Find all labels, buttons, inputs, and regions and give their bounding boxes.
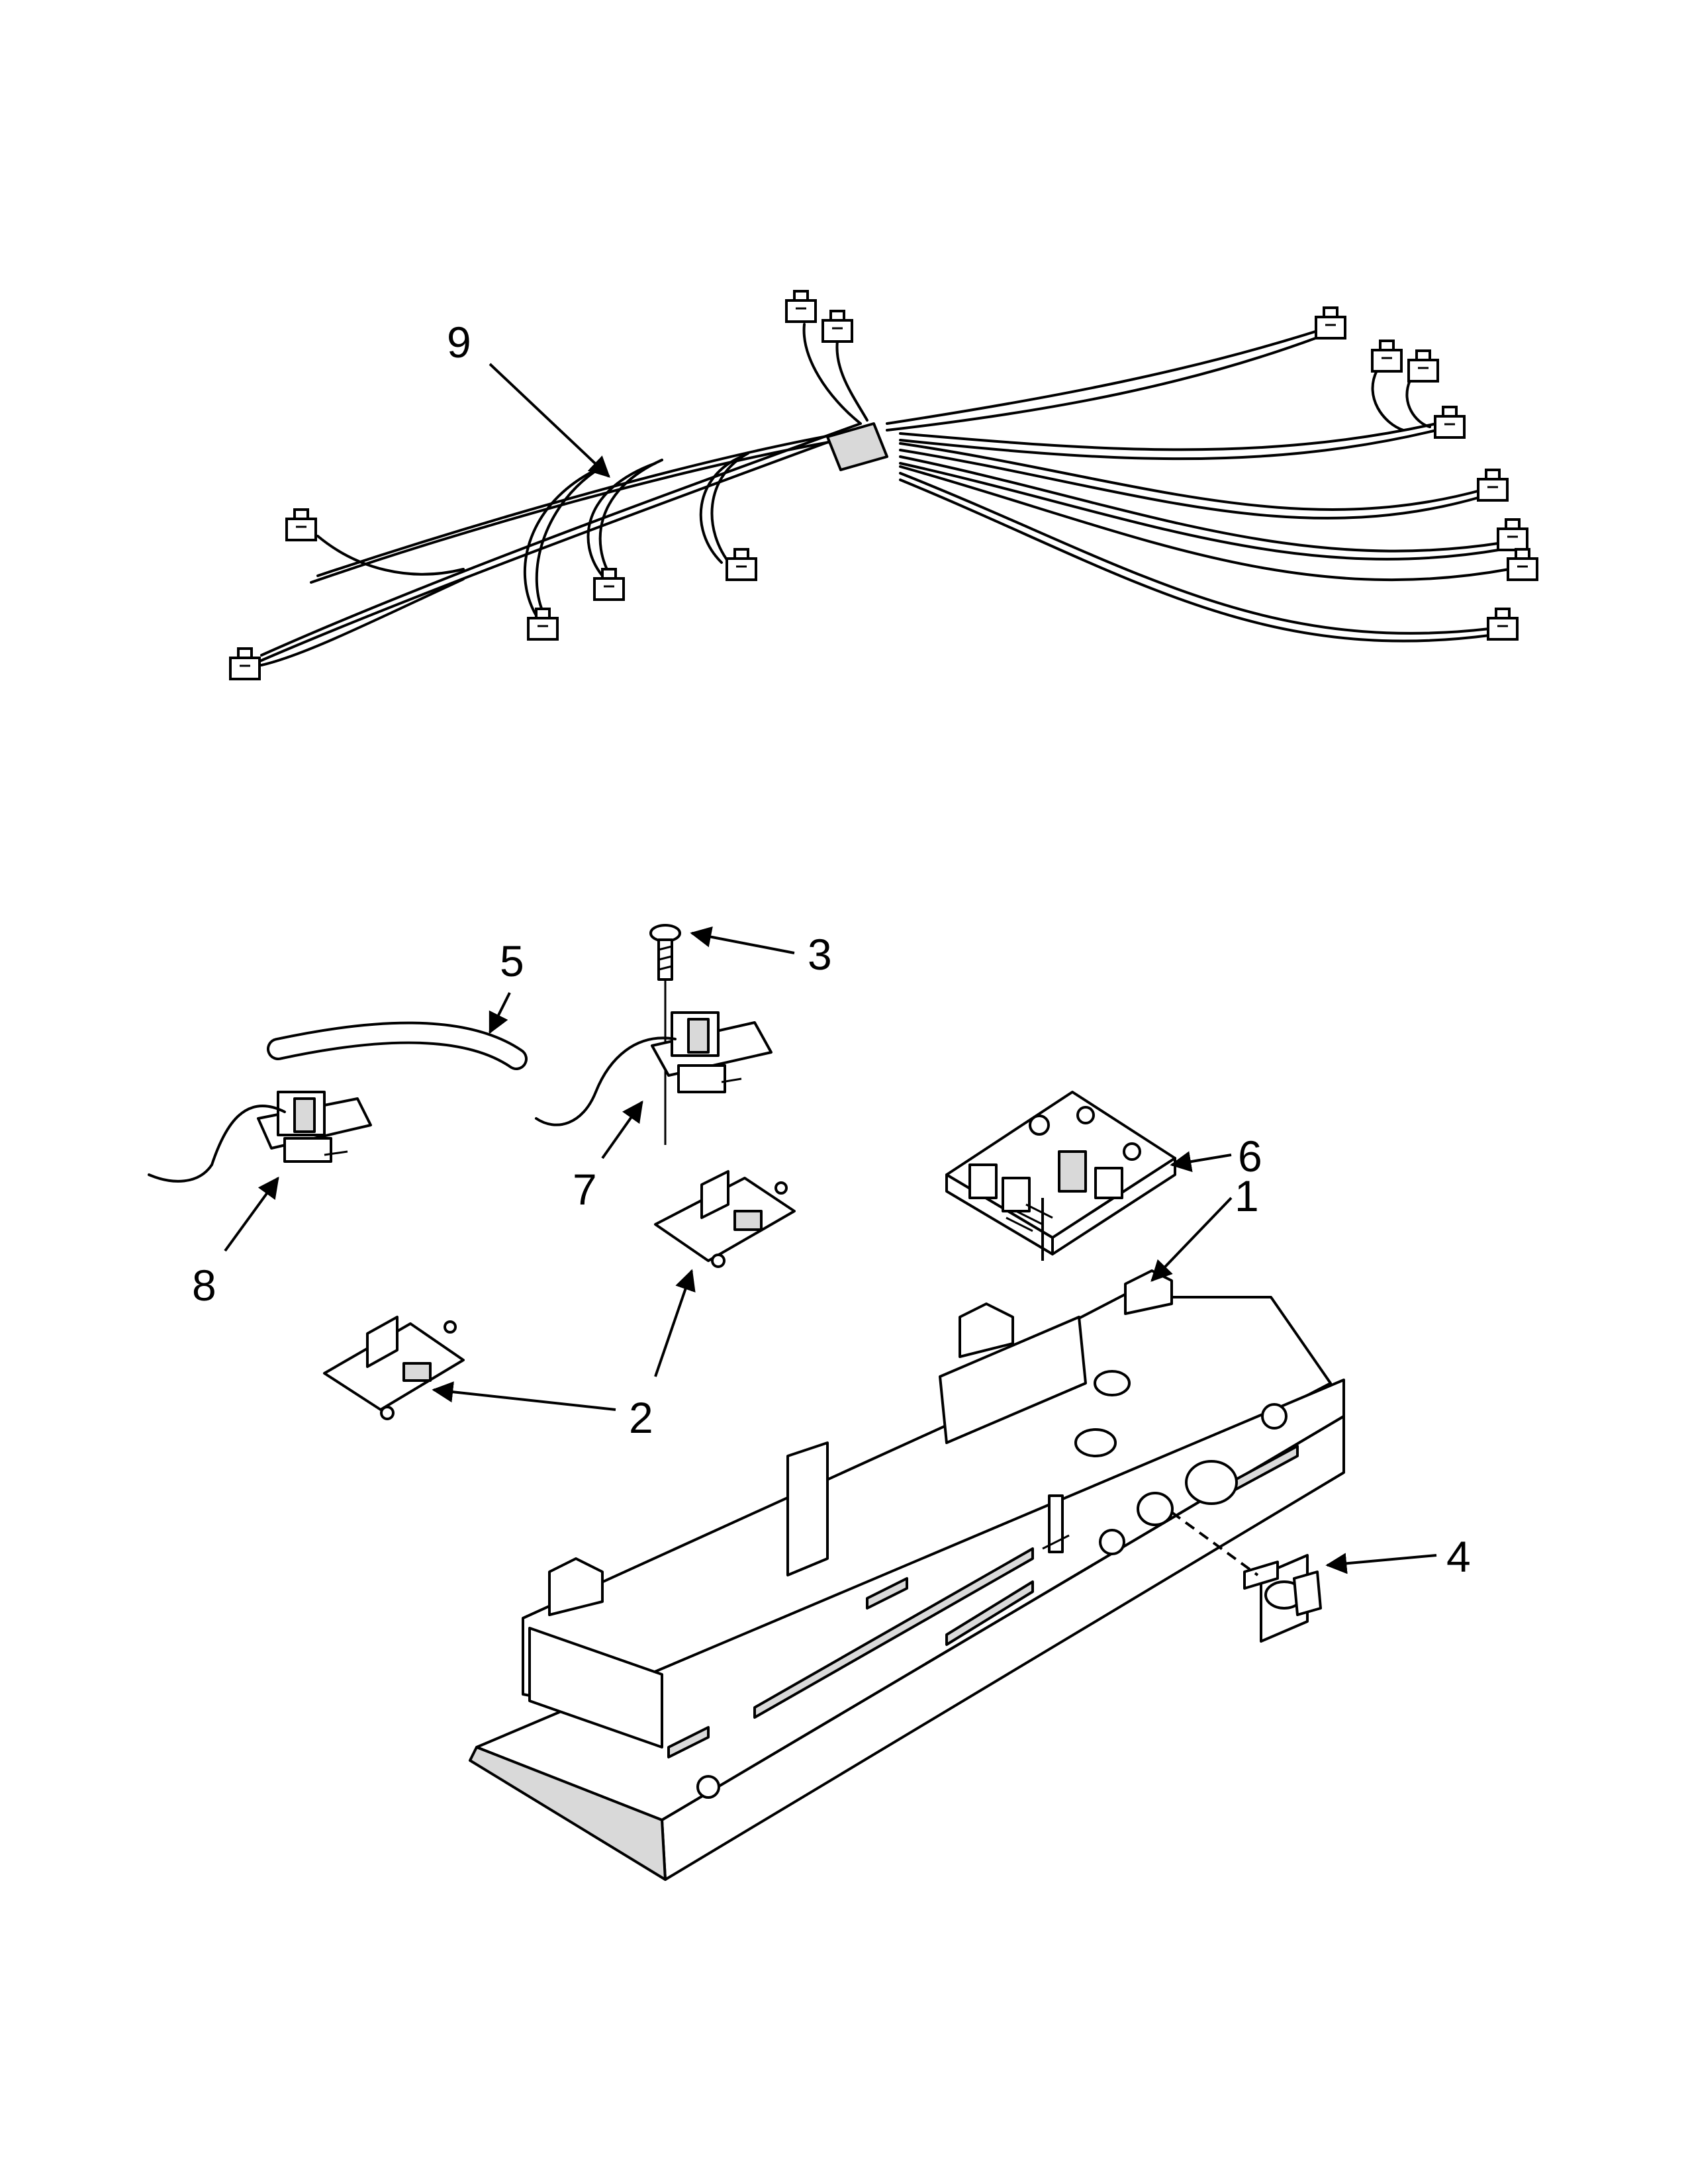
- callout-2: 2: [629, 1393, 653, 1442]
- leader-3: [690, 926, 795, 954]
- leader-9: [489, 363, 610, 478]
- callout-4: 4: [1446, 1532, 1471, 1581]
- wire-harness: [229, 290, 1538, 680]
- leader-7: [601, 1100, 643, 1160]
- callout-5: 5: [500, 936, 524, 985]
- solenoid-left: [148, 1091, 372, 1183]
- insertion-path-4: [1170, 1511, 1259, 1576]
- leader-2b: [654, 1269, 696, 1377]
- leader-6: [1170, 1151, 1232, 1172]
- callout-6: 6: [1238, 1132, 1262, 1181]
- tube: [267, 1021, 528, 1070]
- screw: [649, 924, 681, 1145]
- leader-1: [1150, 1197, 1233, 1282]
- control-board: [945, 1091, 1176, 1255]
- leader-4: [1325, 1553, 1437, 1574]
- callout-7: 7: [573, 1165, 597, 1214]
- bracket-lower: [323, 1316, 465, 1420]
- callout-3: 3: [808, 930, 832, 979]
- solenoid-upper: [535, 1011, 773, 1126]
- leader-5: [489, 992, 511, 1034]
- callout-8: 8: [192, 1261, 216, 1310]
- bracket-upper: [654, 1170, 796, 1268]
- leader-8: [224, 1176, 279, 1252]
- callout-9: 9: [447, 318, 471, 367]
- control-housing: [469, 1269, 1345, 1881]
- leader-2a: [432, 1381, 616, 1411]
- switch: [1243, 1554, 1322, 1643]
- callout-1: 1: [1235, 1171, 1259, 1220]
